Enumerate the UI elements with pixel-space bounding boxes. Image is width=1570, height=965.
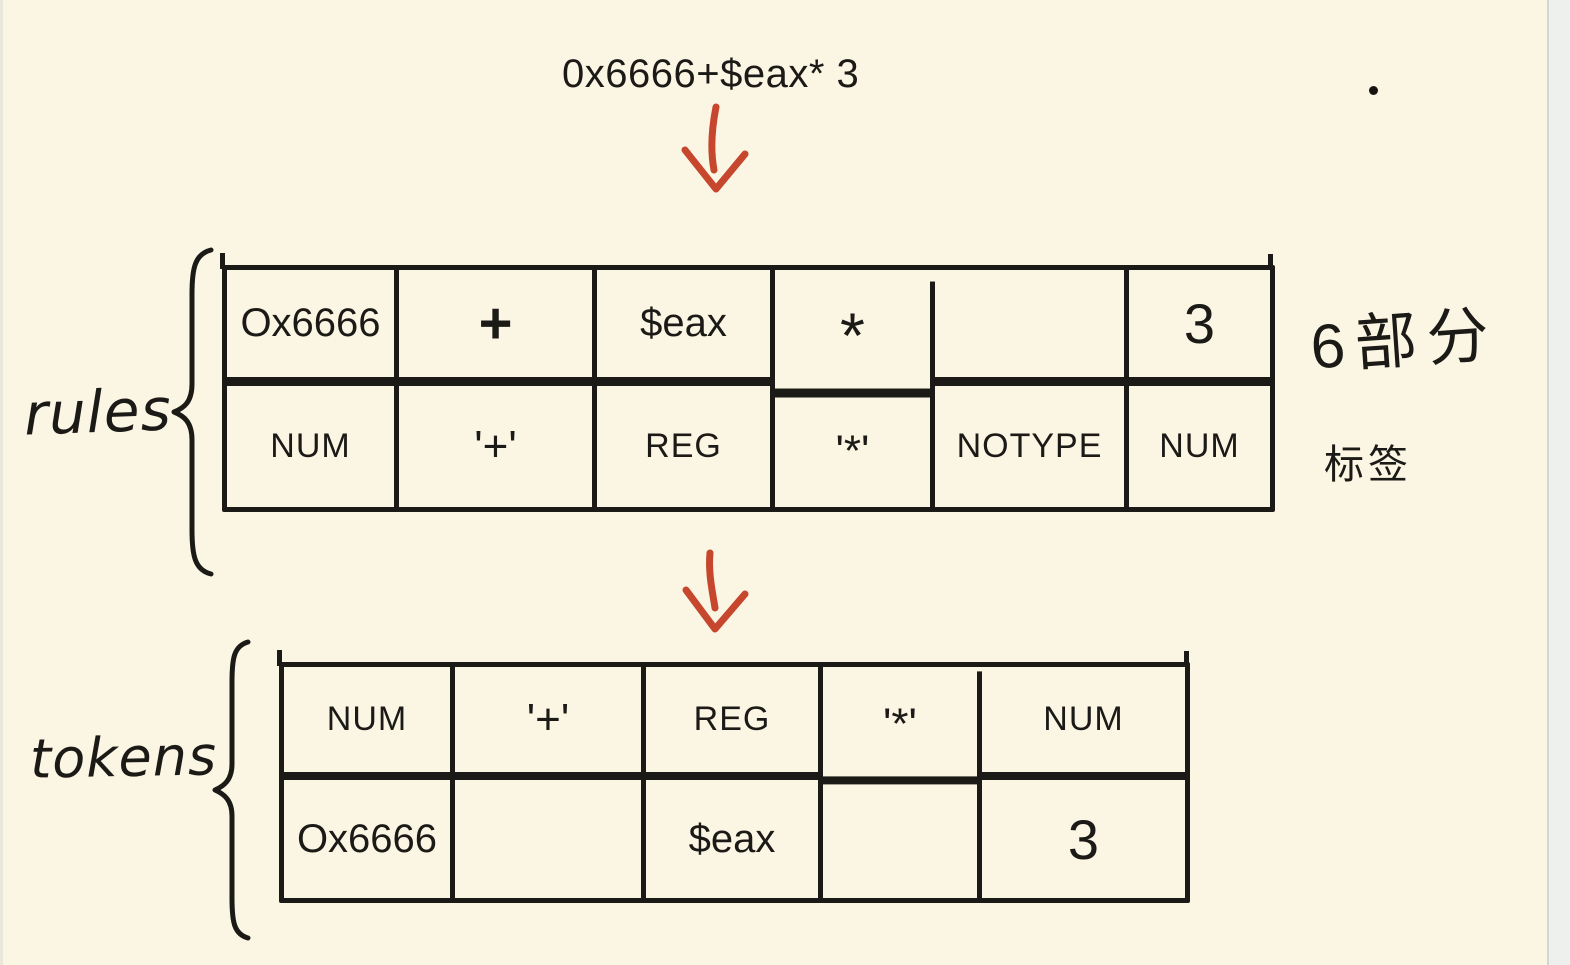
rules-table: Ox6666 + $eax * 3 NUM '+' REG '*' NOTYPE… (222, 265, 1275, 512)
tokens-type-cell: REG (646, 667, 823, 780)
tokens-table: NUM '+' REG '*' NUM Ox6666 $eax 3 (279, 662, 1190, 903)
rules-type-cell: NOTYPE (935, 386, 1129, 507)
expression-title: 0x6666+$eax* 3 (562, 52, 860, 96)
rules-type-cell: '+' (399, 386, 597, 507)
rules-part-cell: 3 (1129, 270, 1270, 386)
rules-type-cell: REG (597, 386, 775, 507)
tokens-value-cell: Ox6666 (284, 780, 455, 898)
rules-type-cell: NUM (227, 386, 399, 507)
tokens-type-cell: NUM (982, 667, 1185, 780)
rules-part-cell-empty (935, 270, 1129, 386)
window-edge-strip (1547, 0, 1570, 965)
tokens-type-cell: '+' (455, 667, 646, 780)
window-left-edge (0, 0, 3, 965)
tokens-value-cell: $eax (646, 780, 823, 898)
stroke-tick (277, 650, 282, 666)
tokens-value-cell-empty (455, 780, 646, 898)
tags-annotation: 标签 (1324, 443, 1412, 487)
parts-count-annotation: 6部分 (1308, 300, 1502, 383)
tokens-value-cell-empty (823, 780, 982, 898)
stroke-tick (1268, 254, 1273, 270)
tokens-type-cell: NUM (284, 667, 455, 780)
rules-brace (171, 247, 214, 577)
rules-type-cell: NUM (1159, 427, 1240, 465)
rules-part-cell: $eax (597, 270, 775, 386)
tokens-value-cell: 3 (1067, 807, 1100, 871)
rules-part-cell: * (775, 281, 935, 398)
ink-dot (1369, 86, 1378, 95)
stroke-tick (1184, 651, 1189, 667)
rules-label: rules (22, 375, 173, 449)
rules-part-cell: + (399, 270, 597, 386)
rules-type-cell: '*' (775, 390, 935, 512)
tokens-type-cell: '*' (823, 671, 982, 785)
tokens-brace (212, 639, 251, 941)
tokens-label: tokens (29, 724, 218, 791)
down-arrow-icon (681, 103, 749, 193)
stroke-tick (220, 253, 225, 269)
down-arrow-icon (682, 549, 749, 633)
rules-part-cell: Ox6666 (227, 270, 399, 386)
